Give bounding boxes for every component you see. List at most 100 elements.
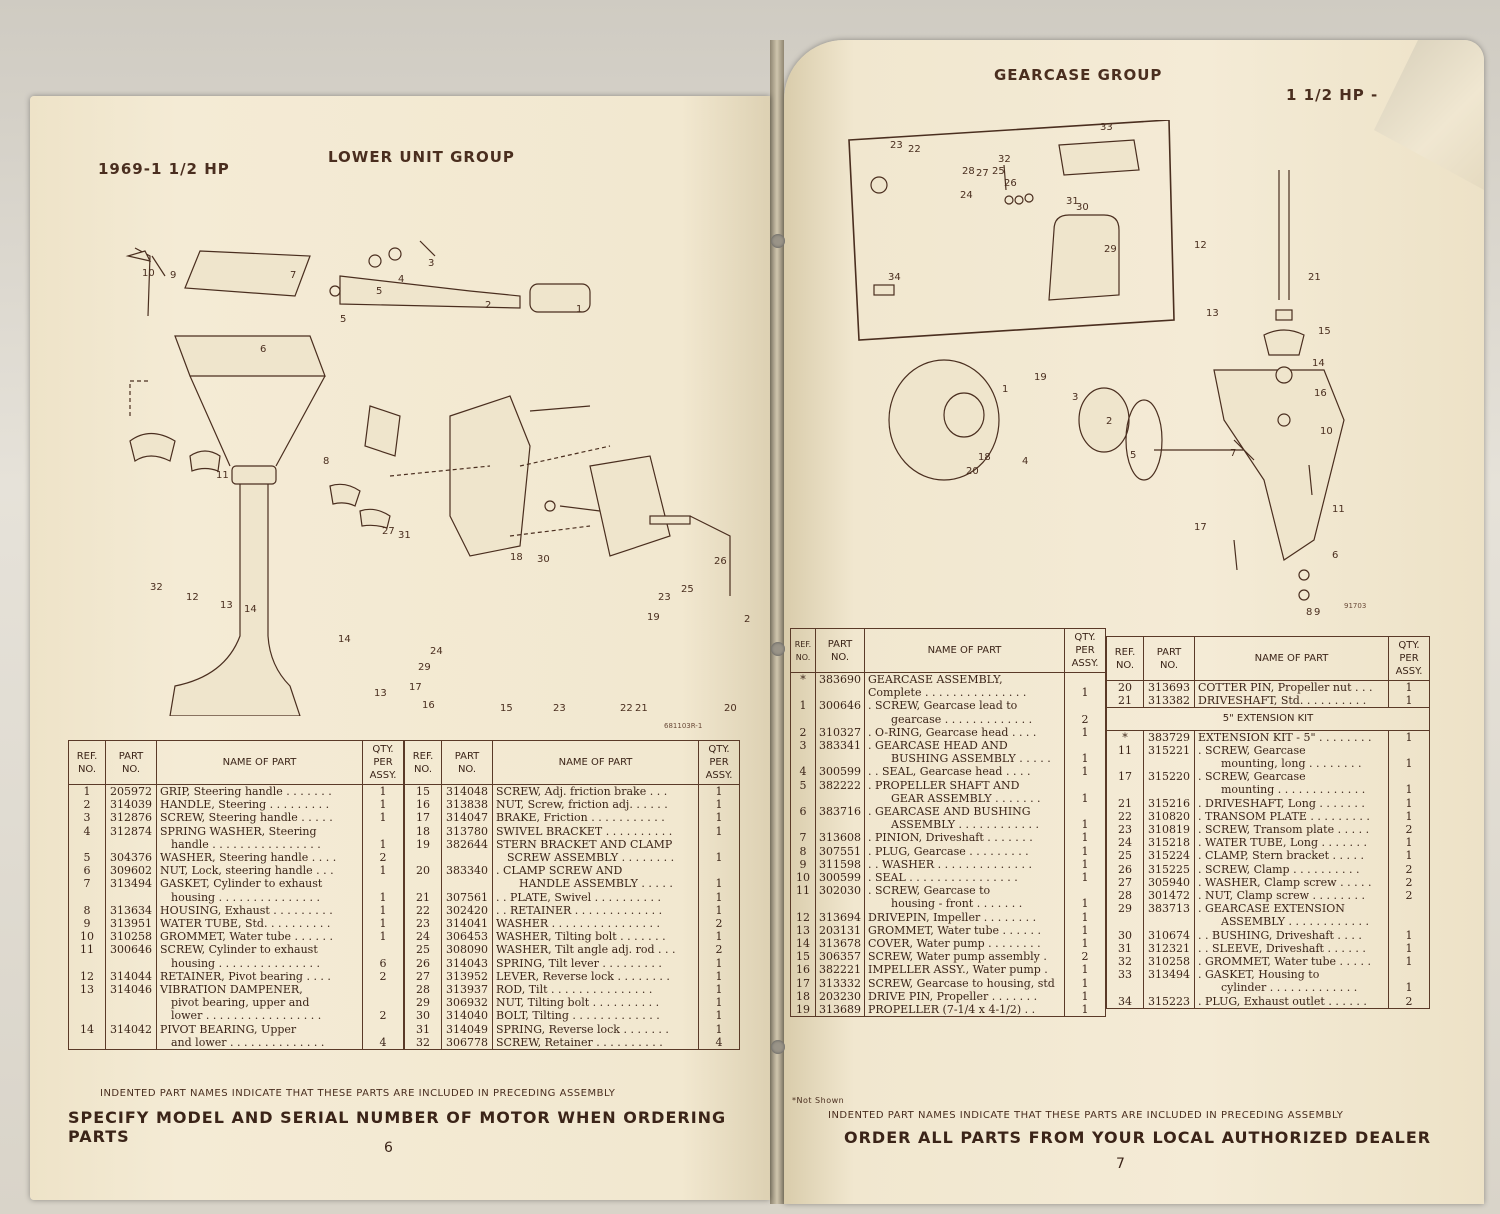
ref-no-cell: 7 xyxy=(790,831,816,845)
callout-number: 6 xyxy=(1332,550,1338,561)
qty-cell: 1 xyxy=(362,917,404,931)
qty-cell: 2 xyxy=(698,917,740,931)
qty-cell: 1 xyxy=(1064,1003,1106,1017)
ref-no-cell: 29 xyxy=(404,996,442,1010)
qty-cell: 1 xyxy=(1388,783,1430,797)
ref-no-cell xyxy=(790,818,816,832)
table-row: housing . . . . . . . . . . . . . . .1 xyxy=(68,890,404,904)
part-name-cell: STERN BRACKET AND CLAMP xyxy=(492,837,699,852)
ref-no-cell: 30 xyxy=(404,1009,442,1023)
qty-cell: 1 xyxy=(698,890,740,904)
part-name-cell: SPRING WASHER, Steering xyxy=(156,824,363,838)
qty-cell: 1 xyxy=(698,811,740,825)
ref-no-cell: 2 xyxy=(68,798,106,812)
callout-number: 5 xyxy=(1130,450,1136,461)
qty-cell: 1 xyxy=(1388,849,1430,863)
ref-no-cell xyxy=(1106,981,1144,995)
ref-no-cell: 17 xyxy=(404,811,442,825)
callout-number: 8 xyxy=(323,456,329,467)
ref-no-cell xyxy=(1106,915,1144,929)
callout-number: 26 xyxy=(714,556,727,567)
part-no-cell: 312321 xyxy=(1143,941,1195,956)
ref-no-cell: 24 xyxy=(404,930,442,944)
callout-number: 10 xyxy=(142,268,155,279)
qty-cell xyxy=(1064,672,1106,687)
ref-no-cell xyxy=(68,1035,106,1050)
qty-cell: 2 xyxy=(362,851,404,865)
callout-number: 13 xyxy=(1206,308,1219,319)
qty-cell: 1 xyxy=(362,784,404,799)
header-group-title: LOWER UNIT GROUP xyxy=(328,148,515,166)
part-name-cell: . PLUG, Exhaust outlet . . . . . . xyxy=(1194,994,1389,1009)
qty-cell: 1 xyxy=(1388,955,1430,969)
col-ref-no: REF. NO. xyxy=(404,740,442,785)
part-no-cell: 300646 xyxy=(105,943,157,957)
ref-no-cell: 22 xyxy=(404,903,442,918)
part-name-cell: SCREW, Gearcase to housing, std xyxy=(864,976,1065,990)
ref-no-cell: 3 xyxy=(68,811,106,825)
qty-cell: 1 xyxy=(698,1022,740,1036)
col-name-of-part: NAME OF PART xyxy=(864,628,1065,673)
part-no-cell: 313494 xyxy=(105,877,157,891)
ref-no-cell xyxy=(68,996,106,1010)
part-no-cell: 306932 xyxy=(441,996,493,1010)
ref-no-cell: * xyxy=(790,672,816,687)
part-name-cell: handle . . . . . . . . . . . . . . . . xyxy=(156,837,363,852)
part-name-cell: pivot bearing, upper and xyxy=(156,996,363,1010)
part-no-cell: 306357 xyxy=(815,950,865,964)
qty-cell xyxy=(362,943,404,957)
part-no-cell xyxy=(815,752,865,766)
part-no-cell: 313689 xyxy=(815,1003,865,1017)
ref-no-cell: 27 xyxy=(1106,875,1144,890)
ref-no-cell xyxy=(68,1009,106,1023)
ref-no-cell: 33 xyxy=(1106,968,1144,982)
qty-cell: 1 xyxy=(362,930,404,944)
part-no-cell: 310674 xyxy=(1143,928,1195,942)
parts-table-left-a: REF. NO. PART NO. NAME OF PART QTY. PER … xyxy=(68,740,404,1050)
part-name-cell: and lower . . . . . . . . . . . . . . xyxy=(156,1035,363,1050)
qty-cell: 1 xyxy=(1064,871,1106,885)
callout-number: 20 xyxy=(966,466,979,477)
ref-no-cell: 26 xyxy=(1106,862,1144,876)
ref-no-cell: 17 xyxy=(1106,770,1144,784)
qty-cell xyxy=(1064,739,1106,753)
col-part-no: PART NO. xyxy=(815,628,865,673)
ref-no-cell: 15 xyxy=(790,950,816,964)
part-name-cell: . . SLEEVE, Driveshaft . . . . . . xyxy=(1194,941,1389,956)
callout-number: 28 xyxy=(744,614,750,625)
ref-no-cell: 11 xyxy=(1106,743,1144,758)
part-no-cell: 313678 xyxy=(815,937,865,951)
callout-number: 8 xyxy=(1306,607,1312,618)
callout-number: 19 xyxy=(1034,372,1047,383)
callout-number: 16 xyxy=(1314,388,1327,399)
part-name-cell: SCREW, Steering handle . . . . . xyxy=(156,811,363,825)
part-no-cell: 305940 xyxy=(1143,875,1195,890)
part-no-cell: 313780 xyxy=(441,824,493,838)
part-no-cell: 315223 xyxy=(1143,994,1195,1009)
part-no-cell: 306778 xyxy=(441,1035,493,1050)
ref-no-cell: 29 xyxy=(1106,902,1144,916)
part-no-cell: 310258 xyxy=(1143,955,1195,969)
part-name-cell: NUT, Tilting bolt . . . . . . . . . . xyxy=(492,996,699,1010)
part-name-cell: SPRING, Reverse lock . . . . . . . xyxy=(492,1022,699,1036)
part-name-cell: BOLT, Tilting . . . . . . . . . . . . . xyxy=(492,1009,699,1023)
qty-cell: 2 xyxy=(1388,889,1430,903)
callout-number: 21 xyxy=(1308,272,1321,283)
part-no-cell: 309602 xyxy=(105,864,157,878)
